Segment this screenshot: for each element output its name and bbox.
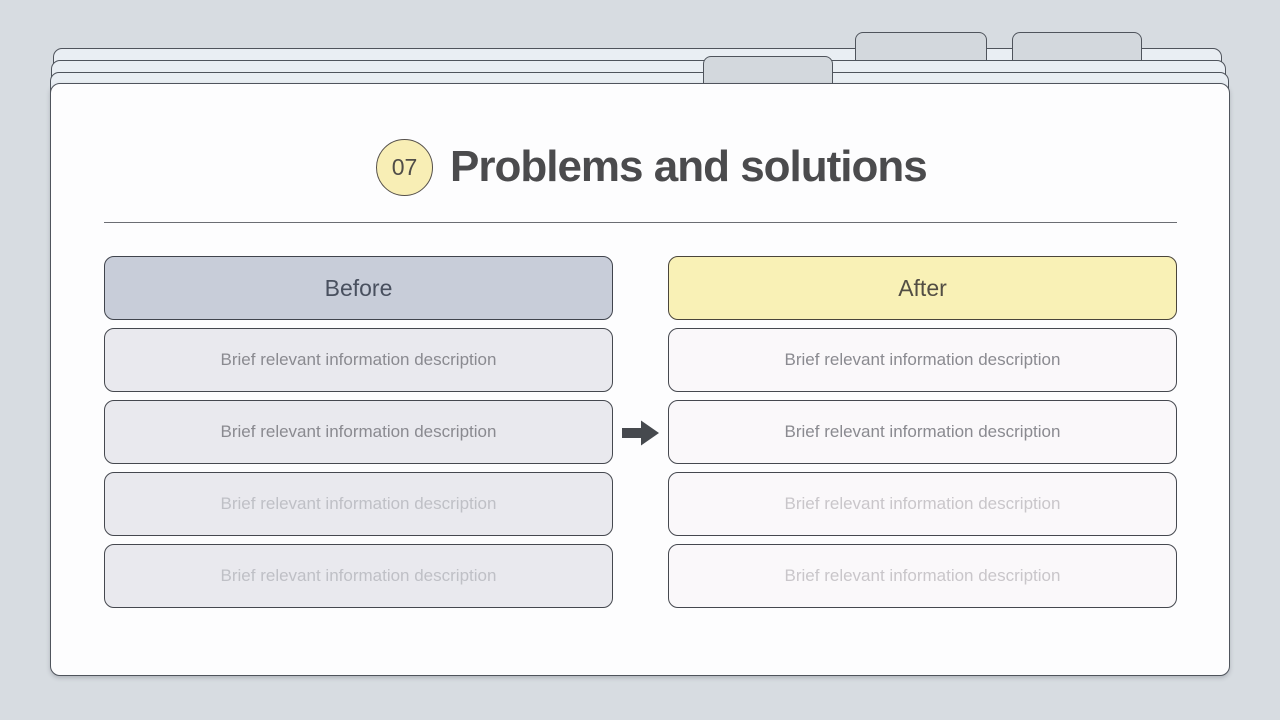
slide-number: 07 <box>391 154 418 180</box>
folder-tab-1 <box>855 32 987 62</box>
title-divider <box>104 222 1177 223</box>
before-after-comparison: Before Brief relevant information descri… <box>104 256 1177 608</box>
after-item-1: Brief relevant information description <box>668 328 1177 392</box>
after-header-label: After <box>898 274 947 301</box>
after-item-2-text: Brief relevant information description <box>784 422 1061 441</box>
folder-tab-3 <box>703 56 833 86</box>
after-item-3: Brief relevant information description <box>668 472 1177 536</box>
before-item-3-text: Brief relevant information description <box>220 494 497 513</box>
before-item-2-text: Brief relevant information description <box>220 422 497 441</box>
slide-card: 07 Problems and solutions Before Brief r… <box>50 83 1230 676</box>
after-column: After Brief relevant information descrip… <box>668 256 1177 608</box>
arrow-right-icon <box>622 420 659 446</box>
before-column: Before Brief relevant information descri… <box>104 256 613 608</box>
after-item-3-text: Brief relevant information description <box>784 494 1061 513</box>
before-item-4-text: Brief relevant information description <box>220 566 497 585</box>
folder-tab-2 <box>1012 32 1142 62</box>
before-item-1: Brief relevant information description <box>104 328 613 392</box>
before-item-4: Brief relevant information description <box>104 544 613 608</box>
before-header-label: Before <box>324 274 393 301</box>
after-item-2: Brief relevant information description <box>668 400 1177 464</box>
before-item-1-text: Brief relevant information description <box>220 350 497 369</box>
after-item-1-text: Brief relevant information description <box>784 350 1061 369</box>
after-header: After <box>668 256 1177 320</box>
after-item-4-text: Brief relevant information description <box>784 566 1061 585</box>
before-item-3: Brief relevant information description <box>104 472 613 536</box>
before-header: Before <box>104 256 613 320</box>
before-item-2: Brief relevant information description <box>104 400 613 464</box>
slide-title: Problems and solutions <box>450 142 928 191</box>
after-item-4: Brief relevant information description <box>668 544 1177 608</box>
slide-number-badge: 07 <box>376 139 433 196</box>
